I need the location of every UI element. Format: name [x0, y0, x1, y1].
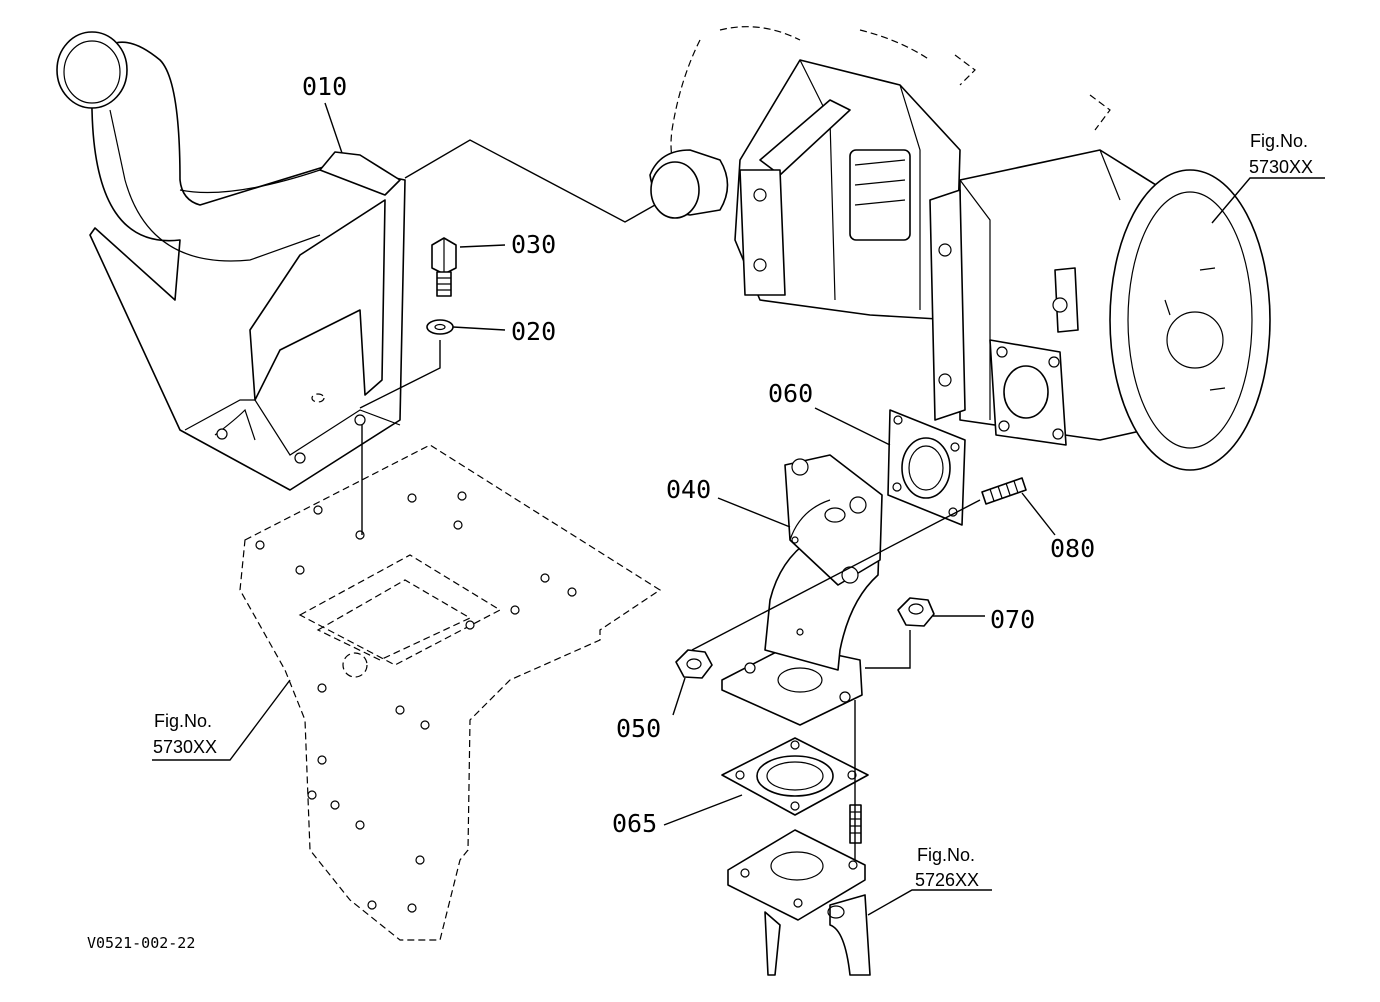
gasket-060 — [887, 409, 966, 526]
frame-mount-plate — [239, 444, 662, 941]
label-050: 050 — [616, 714, 661, 743]
manifold-flange — [727, 829, 871, 976]
label-030: 030 — [511, 230, 556, 259]
label-010: 010 — [302, 72, 347, 101]
nut-050 — [675, 649, 713, 679]
washer-020 — [426, 319, 454, 335]
fig-ref-3-title: Fig.No. — [917, 845, 975, 865]
fig-ref-2-title: Fig.No. — [154, 711, 212, 731]
exhaust-elbow-040 — [721, 454, 883, 726]
label-040: 040 — [666, 475, 711, 504]
assembly-center-lines — [359, 139, 981, 860]
callout-labels: 010 030 020 040 060 080 070 050 065 — [302, 72, 1095, 838]
gasket-065 — [721, 737, 869, 816]
label-080: 080 — [1050, 534, 1095, 563]
tail-pipe-bracket-010 — [56, 31, 406, 491]
bolt-030 — [431, 237, 457, 297]
label-070: 070 — [990, 605, 1035, 634]
figure-references: Fig.No. 5730XX Fig.No. 5730XX Fig.No. 57… — [153, 131, 1313, 890]
label-060: 060 — [768, 379, 813, 408]
fig-ref-3-number: 5726XX — [915, 870, 979, 890]
fig-ref-1-title: Fig.No. — [1250, 131, 1308, 151]
stud-080 — [981, 477, 1027, 505]
label-020: 020 — [511, 317, 556, 346]
callout-leaders — [152, 102, 1325, 916]
fig-ref-1-number: 5730XX — [1249, 157, 1313, 177]
drawing-code: V0521-002-22 — [87, 934, 195, 952]
engine-dpf-assembly — [649, 26, 1271, 471]
nut-070 — [897, 597, 935, 627]
label-065: 065 — [612, 809, 657, 838]
fig-ref-2-number: 5730XX — [153, 737, 217, 757]
